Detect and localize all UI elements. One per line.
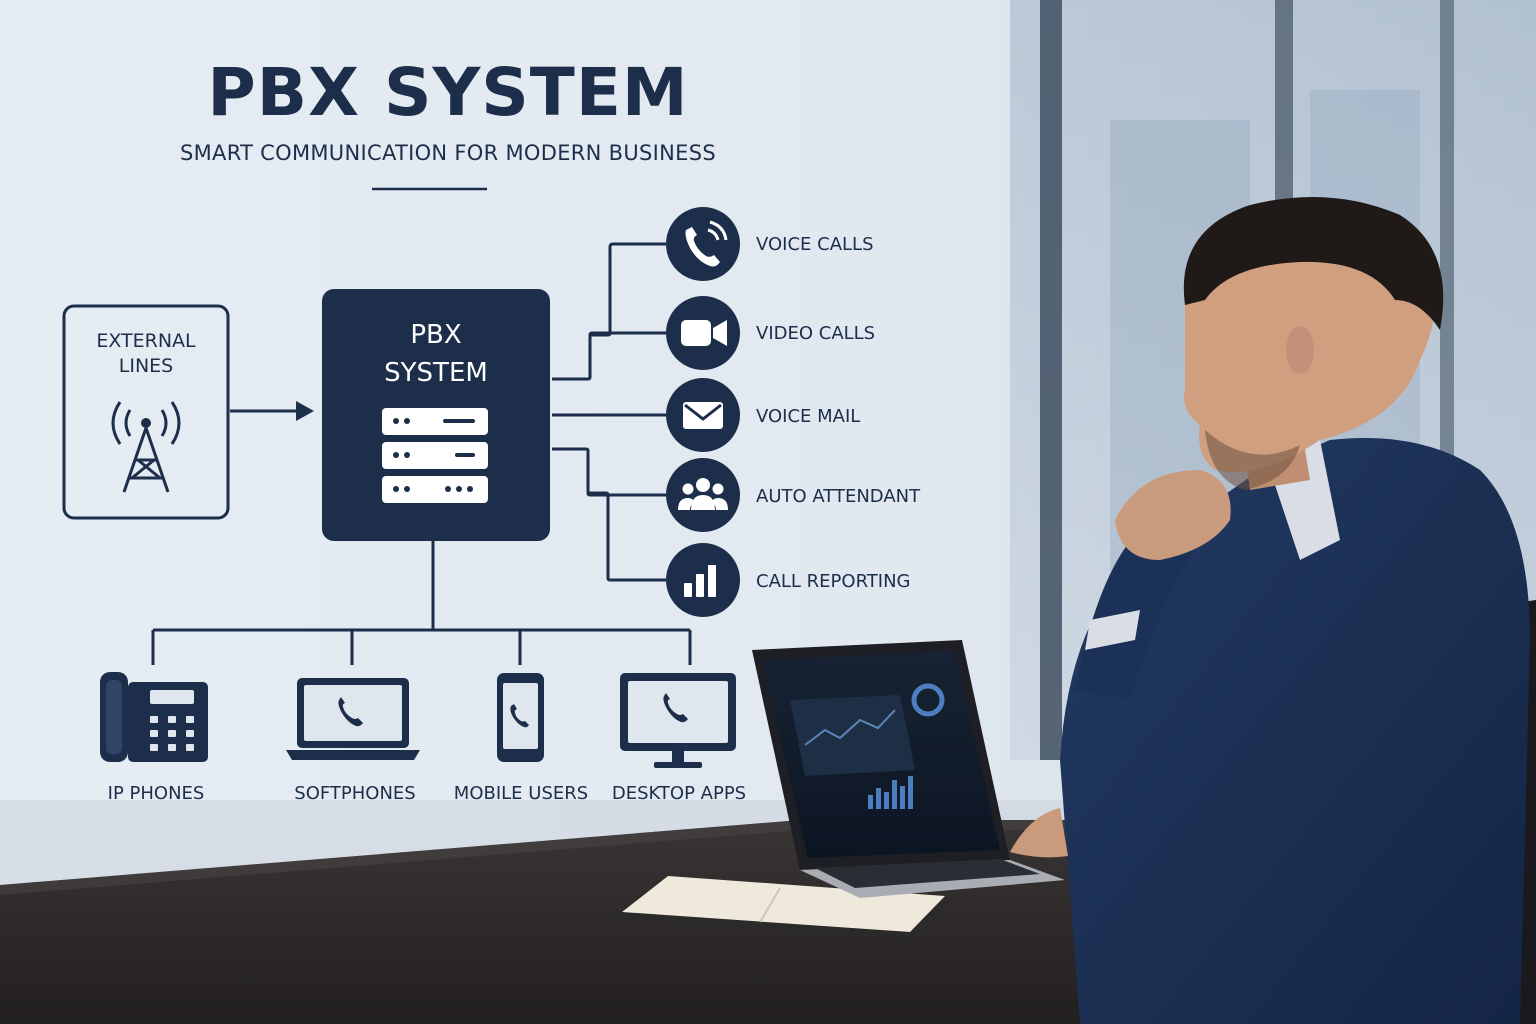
video-camera-icon [681,320,727,346]
server-rack-icon [382,408,488,503]
envelope-icon [683,402,723,429]
external-lines-label-line1: EXTERNAL [96,330,196,352]
feature-label-voice-calls: VOICE CALLS [756,234,874,255]
endpoint-mobile-users: MOBILE USERS [454,673,588,804]
feature-label-call-reporting: CALL REPORTING [756,571,910,592]
page-title: PBX SYSTEM [207,54,688,131]
header: PBX SYSTEM SMART COMMUNICATION FOR MODER… [180,54,716,191]
feature-label-video-calls: VIDEO CALLS [756,323,875,344]
external-lines-label-line2: LINES [119,355,173,377]
endpoint-label-ip-phones: IP PHONES [108,783,205,804]
laptop-phone-icon [286,678,420,760]
pbx-label-line2: SYSTEM [384,358,488,388]
endpoint-desktop-apps: DESKTOP APPS [612,673,746,804]
feature-label-voice-mail: VOICE MAIL [756,406,860,427]
businessman [1010,197,1536,1024]
endpoint-list: IP PHONES SOFTPHONES MOBILE USERS [100,672,746,804]
endpoint-label-mobile-users: MOBILE USERS [454,783,588,804]
feature-call-reporting: CALL REPORTING [666,543,910,617]
endpoint-label-softphones: SOFTPHONES [294,783,415,804]
endpoint-softphones: SOFTPHONES [286,678,420,804]
connectors [151,242,692,665]
laptop [752,640,1065,898]
radio-tower-icon [111,401,181,493]
feature-list: VOICE CALLS VIDEO CALLS VOICE MAIL [666,207,921,617]
page-subtitle: SMART COMMUNICATION FOR MODERN BUSINESS [180,141,716,165]
pbx-label-line1: PBX [410,320,461,350]
feature-voice-mail: VOICE MAIL [666,378,860,452]
endpoint-label-desktop-apps: DESKTOP APPS [612,783,746,804]
feature-auto-attendant: AUTO ATTENDANT [666,458,921,532]
feature-voice-calls: VOICE CALLS [666,207,874,281]
monitor-phone-icon [620,673,736,768]
feature-video-calls: VIDEO CALLS [666,296,875,370]
phone-waves-icon [685,220,728,267]
endpoint-ip-phones: IP PHONES [100,672,208,804]
external-lines-box: EXTERNAL LINES [62,304,230,520]
people-group-icon [678,478,728,510]
bar-chart-icon [684,565,716,597]
feature-label-auto-attendant: AUTO ATTENDANT [756,486,921,507]
pbx-hub: PBX SYSTEM [322,289,550,541]
smartphone-icon [497,673,544,762]
desk-phone-icon [100,672,208,762]
